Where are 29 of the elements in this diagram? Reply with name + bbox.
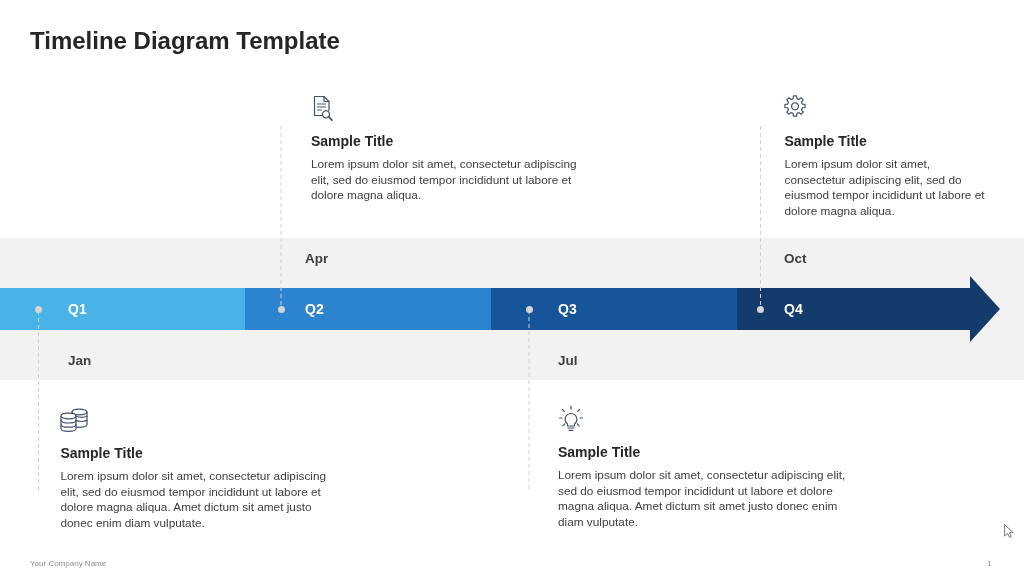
description-text: Lorem ipsum dolor sit amet, consectetur adipiscing elit, sed do eiusmod tempor incididunt ut labore et dolore magna aliqua. xyxy=(784,157,985,219)
card-title: Sample Title xyxy=(784,132,868,150)
month-label: Jul xyxy=(558,353,578,369)
page-title: Timeline Diagram Template xyxy=(30,27,340,55)
card-title: Sample Title xyxy=(60,444,144,462)
page-number: 1 xyxy=(987,559,992,569)
quarter-label: Q2 xyxy=(305,301,324,317)
timeline-segment xyxy=(245,288,491,330)
footer-text: Your Company Name xyxy=(30,559,107,569)
description-text: Lorem ipsum dolor sit amet, consectetur adipiscing elit, sed do eiusmod tempor incididunt ut labore et dolore magna aliqua. xyxy=(311,157,578,204)
quarter-label: Q1 xyxy=(68,301,87,317)
description-text: Lorem ipsum dolor sit amet, consectetur adipiscing elit, sed do eiusmod tempor incididunt ut labore et dolore magna aliqua. Amet dictum sit amet justo donec enim diam vulputate. xyxy=(558,468,847,530)
milestone-dot xyxy=(35,306,42,313)
leader-line xyxy=(38,312,39,491)
milestone-dot xyxy=(525,306,533,313)
timeline-segment xyxy=(491,288,737,330)
leader-line xyxy=(760,125,761,307)
quarter-label: Q3 xyxy=(558,301,577,317)
timeline-arrow-segment xyxy=(737,276,1000,342)
month-label: Apr xyxy=(305,251,329,267)
description-text: Lorem ipsum dolor sit amet, consectetur adipiscing elit, sed do eiusmod tempor incididunt ut labore et dolore magna aliqua. Amet dictum sit amet justo donec enim diam vulputate. xyxy=(60,469,328,531)
milestone-dot xyxy=(757,306,764,313)
card-title: Sample Title xyxy=(558,443,642,461)
timeline-segment xyxy=(0,288,245,330)
month-label: Jan xyxy=(68,353,92,369)
month-label: Oct xyxy=(784,251,807,267)
card-title: Sample Title xyxy=(311,132,395,150)
quarter-label: Q4 xyxy=(784,301,803,317)
milestone-dot xyxy=(277,306,285,313)
